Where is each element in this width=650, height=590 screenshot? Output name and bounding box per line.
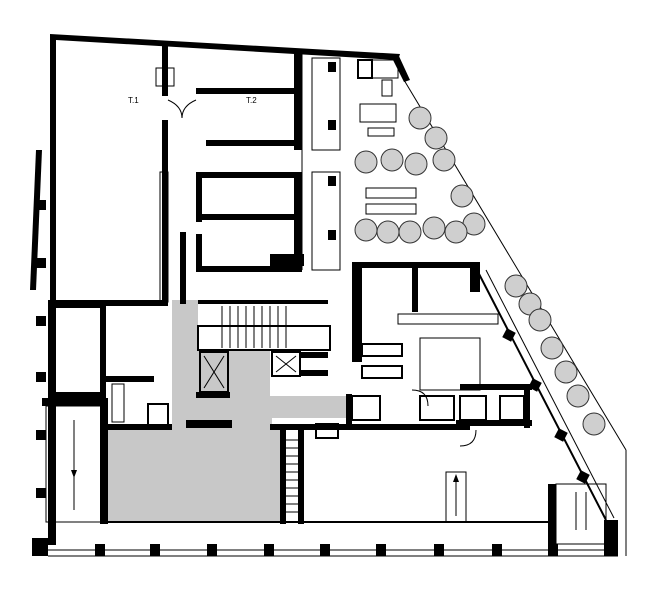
toilet-icon [459, 395, 487, 421]
upper-rooms [56, 46, 302, 306]
building-core [186, 300, 331, 428]
door-swing-icon [411, 389, 429, 407]
diagonal-facade [477, 269, 615, 545]
door-swing-icon [181, 99, 197, 119]
middle-offices [159, 171, 304, 304]
bottom-facade [48, 521, 618, 557]
tree-icon [582, 412, 606, 436]
stair-icon [280, 428, 304, 524]
room-label-t2: T.2 [246, 96, 257, 105]
tree-icon [354, 150, 378, 174]
tree-icon [380, 148, 404, 172]
tree-icon [354, 106, 606, 436]
right-wing [270, 262, 532, 523]
tree-icon [450, 184, 474, 208]
tree-icon [398, 220, 422, 244]
tree-icon [408, 106, 432, 130]
tree-icon [554, 360, 578, 384]
tree-icon [404, 152, 428, 176]
shaded-lobby-area [108, 300, 350, 522]
tree-icon [504, 274, 528, 298]
tree-icon [432, 148, 456, 172]
terrace [301, 54, 627, 556]
tree-icon [566, 384, 590, 408]
tree-icon [424, 126, 448, 150]
tree-icon [540, 336, 564, 360]
exterior-walls [30, 34, 618, 556]
room-label-t1: T.1 [128, 96, 139, 105]
door-swing-icon [167, 99, 183, 119]
tree-icon [376, 220, 400, 244]
tree-icon [354, 218, 378, 242]
table-icon [359, 79, 417, 215]
tree-icon [528, 308, 552, 332]
door-swing-icon [459, 429, 477, 447]
elevator-icon [271, 351, 301, 377]
toilet-icon [499, 395, 525, 421]
stair-icon [221, 306, 300, 348]
left-lower-rooms [42, 304, 172, 524]
tree-icon [444, 220, 468, 244]
tree-icon [422, 216, 446, 240]
